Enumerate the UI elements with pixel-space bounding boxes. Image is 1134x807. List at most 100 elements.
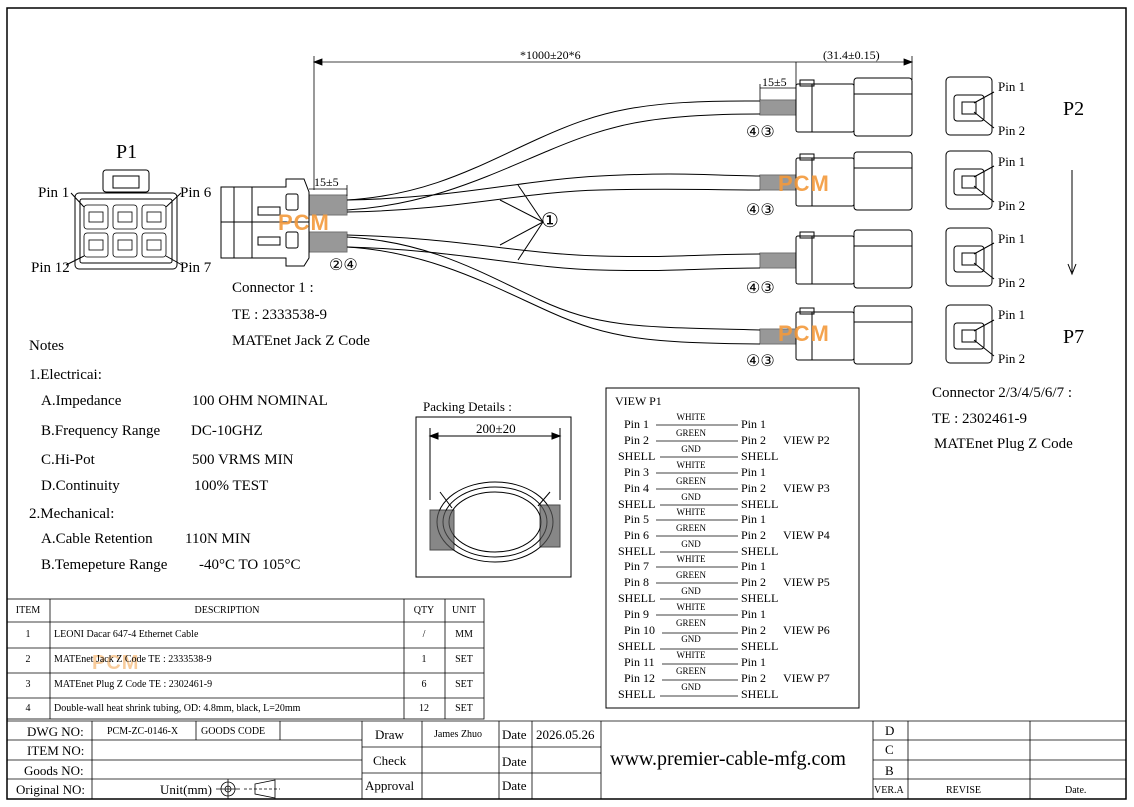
bom-cell-desc: LEONI Dacar 647-4 Ethernet Cable [54,629,199,640]
view-p1-source-pin: Pin 9 [624,607,650,621]
view-p1-wire-color: GREEN [676,666,706,676]
view-p1-target-shell: SHELL [741,687,779,701]
view-p1-source-pin: Pin 12 [624,671,656,685]
draw-label: Draw [375,727,404,742]
p4-pin2-label: Pin 2 [998,275,1026,290]
connector2-desc: MATEnet Plug Z Code [934,436,1073,452]
bom-header-unit: UNIT [452,605,476,616]
pcm-watermark-logo: PCM [92,652,140,674]
bom-cell-qty: 1 [421,654,427,665]
view-p1-source-shell: SHELL [618,544,656,558]
view-p1-source-shell: SHELL [618,639,656,653]
view-p1-source-pin: Pin 1 [624,417,650,431]
view-p1-wire-color: GND [681,586,701,596]
view-p1-source-shell: SHELL [618,591,656,605]
view-p1-target-pin: Pin 2 [741,575,767,589]
view-p1-target-pin: Pin 1 [741,607,767,621]
p7-label: P7 [1063,326,1085,348]
title-block-grid [7,720,1126,799]
view-p1-source-pin: Pin 8 [624,575,650,589]
dwg-no-value: PCM-ZC-0146-X [107,726,179,737]
note-continuity-label: D.Continuity [41,478,120,494]
note-impedance-label: A.Impedance [41,393,122,409]
jack-callout-2-4: ②④ [329,257,358,274]
view-p1-wire-color: GREEN [676,476,706,486]
connector1-part: TE : 2333538-9 [232,307,327,323]
drawer-name: James Zhuo [434,729,483,740]
p5-pin2-label: Pin 2 [998,351,1026,366]
p1-face-view [65,169,183,270]
view-p1-view-label: VIEW P2 [783,433,830,447]
view-p1-target-pin: Pin 2 [741,671,767,685]
p1-pin12-label: Pin 12 [31,260,70,276]
bom-header-qty: QTY [413,605,435,616]
bom-cell-unit: SET [455,679,473,690]
revise-label: REVISE [946,785,981,796]
packing-coil-drawing [415,416,572,578]
check-date-label: Date [502,754,527,769]
revision-b: B [885,763,894,778]
bom-cell-unit: SET [455,654,473,665]
connector1-desc: MATEnet Jack Z Code [232,333,370,349]
original-no-label: Original NO: [16,782,85,797]
bom-cell-qty: 6 [421,679,427,690]
view-p1-source-pin: Pin 6 [624,528,650,542]
view-p1-view-label: VIEW P5 [783,575,830,589]
bom-cell-item: 3 [25,679,31,690]
pcm-watermark-logo: PCM [778,321,830,346]
note-temperature-label: B.Temepeture Range [41,557,168,573]
bom-table-grid [6,598,485,720]
view-p1-source-pin: Pin 7 [624,559,650,573]
note-continuity-value: 100% TEST [194,478,269,494]
view-p1-wire-color: GND [681,634,701,644]
view-p1-wire-color: GREEN [676,570,706,580]
view-p1-target-shell: SHELL [741,544,779,558]
width-dimension: (31.4±0.15) [823,48,880,62]
pcm-watermark-logo: PCM [278,210,330,235]
view-p1-wire-color: GND [681,492,701,502]
item-no-label: ITEM NO: [27,743,85,758]
note-hipot-label: C.Hi-Pot [41,452,95,468]
p2-label: P2 [1063,98,1085,120]
view-p1-wires [656,424,738,697]
view-p1-target-shell: SHELL [741,497,779,511]
view-p1-wire-color: GND [681,682,701,692]
p4-callout-4-3: ④③ [746,280,775,297]
bom-cell-item: 4 [25,703,31,714]
goods-code-label: GOODS CODE [201,726,266,737]
view-p1-source-pin: Pin 4 [624,481,650,495]
bom-cell-qty: / [422,629,426,640]
approval-date-label: Date [502,778,527,793]
view-p1-target-pin: Pin 2 [741,528,767,542]
dimension-lines [309,56,914,196]
view-p1-source-shell: SHELL [618,497,656,511]
p1-pin1-label: Pin 1 [38,185,70,201]
view-p1-wire-color: WHITE [676,650,706,660]
p5-pin1-label: Pin 1 [998,307,1026,322]
connector1-title: Connector 1 : [232,280,314,296]
p5-callout-4-3: ④③ [746,353,775,370]
p3-pin1-label: Pin 1 [998,154,1026,169]
view-p1-wire-color: GREEN [676,523,706,533]
view-p1-source-pin: Pin 2 [624,433,650,447]
notes-title: Notes [29,338,64,354]
packing-title: Packing Details : [423,399,512,414]
connector2-part: TE : 2302461-9 [932,411,1027,427]
website-url[interactable]: www.premier-cable-mfg.com [610,748,846,770]
packing-width-dimension: 200±20 [476,421,516,436]
view-p1-source-pin: Pin 11 [624,655,655,669]
view-p1-target-pin: Pin 2 [741,623,767,637]
p1-pin7-label: Pin 7 [180,260,212,276]
draw-date-label: Date [502,727,527,742]
p1-pin6-label: Pin 6 [180,185,212,201]
view-p1-source-pin: Pin 3 [624,465,650,479]
pcm-watermark-logo: PCM [778,171,830,196]
bom-cell-unit: SET [455,703,473,714]
note-frequency-value: DC-10GHZ [191,423,263,439]
revision-date-label: Date. [1065,785,1087,796]
draw-date-value: 2026.05.26 [536,727,595,742]
plug-face-views [945,76,1077,364]
goods-no-label: Goods NO: [24,763,84,778]
note-hipot-value: 500 VRMS MIN [192,452,294,468]
